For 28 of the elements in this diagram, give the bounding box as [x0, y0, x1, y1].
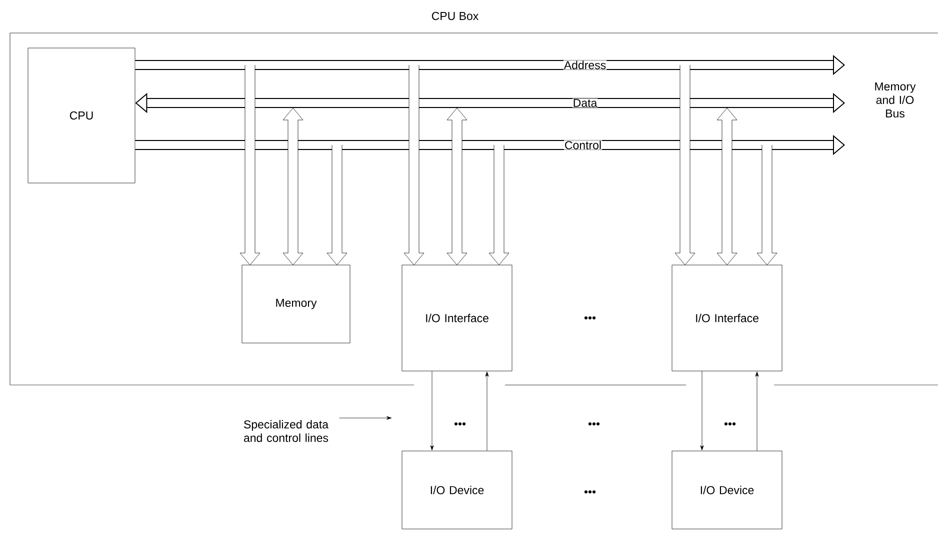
device-box: I/O Device	[672, 450, 782, 530]
bus-label: Memory and I/O Bus	[875, 82, 916, 118]
signal-arrow	[430, 371, 434, 450]
pointer-arrow	[339, 416, 392, 420]
ellipsis-dots: •••	[588, 422, 600, 426]
bus-tap-arrow	[488, 144, 510, 266]
bus-tap-arrow	[326, 144, 348, 266]
memory-box: Memory	[242, 264, 350, 344]
bus-tap-arrow	[404, 64, 424, 266]
signal-arrow	[485, 372, 489, 451]
bus-tap-arrow	[716, 108, 738, 266]
ellipsis-dots: •••	[724, 422, 736, 426]
device-box: I/O Device	[402, 450, 512, 530]
bus-tap-arrow	[282, 108, 304, 266]
ellipsis-dots: •••	[584, 490, 596, 494]
processor-box: CPU	[28, 48, 136, 184]
bus-tap-arrow	[756, 144, 778, 266]
box-title: CPU Box	[432, 12, 479, 20]
bus-tap-arrow	[240, 64, 260, 266]
signal-arrow	[755, 372, 759, 451]
ellipsis-dots: •••	[454, 422, 466, 426]
signal-arrow	[700, 371, 704, 450]
ellipsis-dots: •••	[584, 316, 596, 320]
bus-tap-arrow	[674, 64, 696, 266]
note-text: Specialized data and control lines	[244, 420, 328, 442]
bus-tap-arrow	[446, 108, 468, 266]
interface-box: I/O Interface	[402, 264, 512, 372]
interface-box: I/O Interface	[672, 264, 782, 372]
